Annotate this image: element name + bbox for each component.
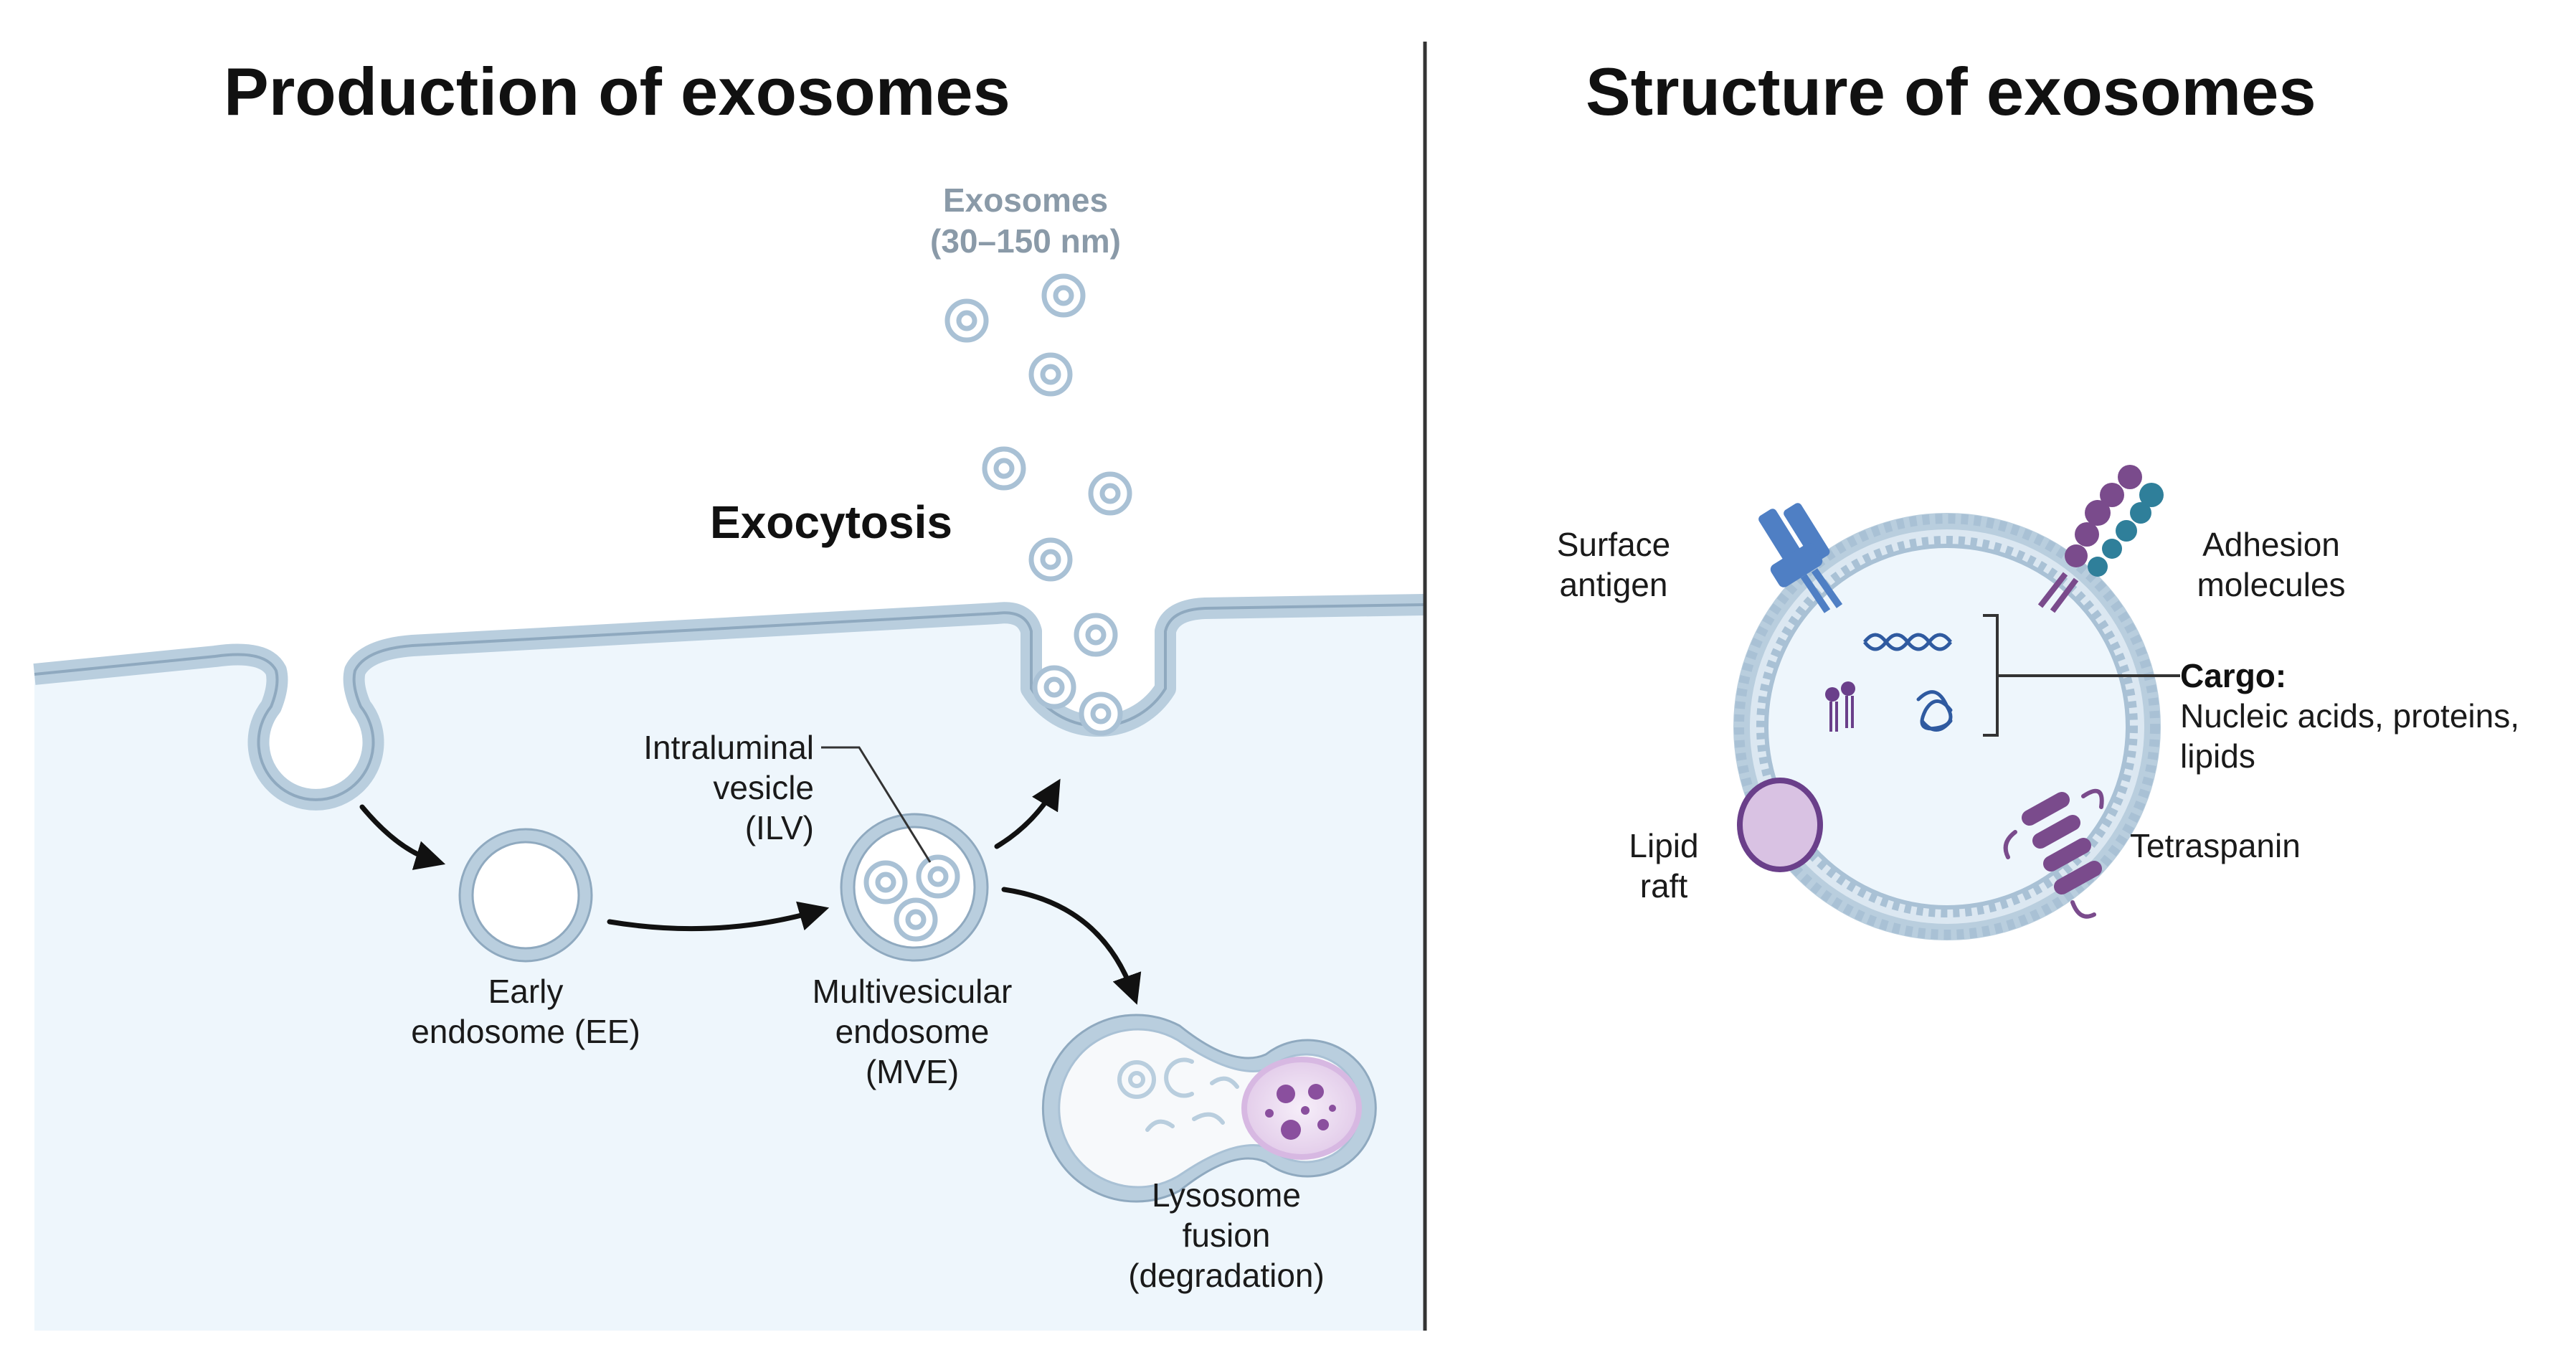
ee-label-line2: endosome (EE)	[411, 1013, 640, 1050]
exosomes-label-line1: Exosomes	[943, 181, 1108, 219]
cargo-dna-icon	[1863, 633, 1952, 651]
early-endosome	[458, 828, 593, 963]
lipid-raft-icon	[1737, 778, 1823, 872]
exosomes-label-line2: (30–150 nm)	[930, 222, 1121, 260]
surface-antigen-label-line1: Surface	[1557, 526, 1671, 563]
arrow-budding-to-ee	[359, 804, 446, 870]
lyso-label-line2: fusion	[1183, 1217, 1271, 1254]
lipid-raft-label-line1: Lipid	[1629, 827, 1698, 864]
right-panel: Structure of exosomes	[1557, 54, 2519, 940]
exosome-vesicle	[1079, 691, 1123, 736]
intraluminal-vesicle	[863, 860, 908, 905]
exosome-vesicle	[1028, 352, 1073, 397]
tetraspanin-label: Tetraspanin	[2130, 827, 2301, 864]
lyso-label-line1: Lysosome	[1152, 1176, 1301, 1214]
ilv-debris	[1117, 1057, 1239, 1132]
arrow-mve-to-exocytosis	[994, 778, 1061, 849]
surface-antigen-label-line2: antigen	[1560, 566, 1668, 603]
cargo-title: Cargo:	[2180, 657, 2286, 694]
exosome-vesicle	[1088, 471, 1132, 516]
intraluminal-vesicle	[916, 854, 960, 899]
multivesicular-endosome	[840, 813, 989, 962]
exosome-structure	[1733, 465, 2180, 940]
arrow-mve-to-lysosome	[1001, 887, 1142, 1005]
adhesion-molecules-icon	[2037, 465, 2164, 613]
intraluminal-vesicle	[894, 897, 938, 942]
mve-label-line3: (MVE)	[866, 1053, 959, 1090]
lysosome-fusion	[1041, 1014, 1377, 1203]
ilv-label-line1: Intraluminal	[643, 729, 814, 766]
ilv-callout-line	[821, 746, 932, 863]
exosome-vesicle	[944, 298, 989, 343]
right-panel-title: Structure of exosomes	[1586, 54, 2316, 129]
exocytosis-label: Exocytosis	[710, 496, 952, 548]
process-arrows	[359, 778, 1142, 1005]
mve-label-line1: Multivesicular	[813, 973, 1013, 1010]
lyso-label-line3: (degradation)	[1128, 1257, 1325, 1294]
exosome-headgroups-outer	[1734, 514, 2160, 940]
adhesion-label-line2: molecules	[2197, 566, 2345, 603]
left-panel-title: Production of exosomes	[224, 54, 1010, 129]
cargo-line1: Nucleic acids, proteins,	[2180, 697, 2519, 735]
lipid-raft-label-line2: raft	[1640, 867, 1688, 905]
exosome-vesicle	[1041, 273, 1086, 318]
tetraspanin-icon	[2003, 788, 2104, 919]
surface-antigen-icon	[1758, 503, 1843, 613]
exosome-vesicle	[1032, 665, 1076, 709]
released-exosomes	[944, 273, 1132, 736]
arrow-ee-to-mve	[607, 901, 830, 932]
ee-label-line1: Early	[488, 973, 564, 1010]
cargo-protein-icon	[1916, 690, 1953, 732]
cargo-lipid-icon	[1825, 681, 1855, 732]
ilv-label-line3: (ILV)	[745, 809, 814, 846]
left-panel: Production of exosomes Exosomes (30–150 …	[33, 54, 1424, 1331]
degradation-particles	[1265, 1084, 1336, 1140]
exosome-vesicle	[982, 446, 1026, 491]
ilv-label-line2: vesicle	[713, 769, 814, 806]
cargo-line2: lipids	[2180, 737, 2255, 775]
exosome-vesicle	[1074, 613, 1118, 657]
exosome-vesicle	[1028, 537, 1073, 582]
mve-label-line2: endosome	[835, 1013, 990, 1050]
adhesion-label-line1: Adhesion	[2202, 526, 2340, 563]
exosome-headgroups-inner	[1756, 536, 2138, 917]
